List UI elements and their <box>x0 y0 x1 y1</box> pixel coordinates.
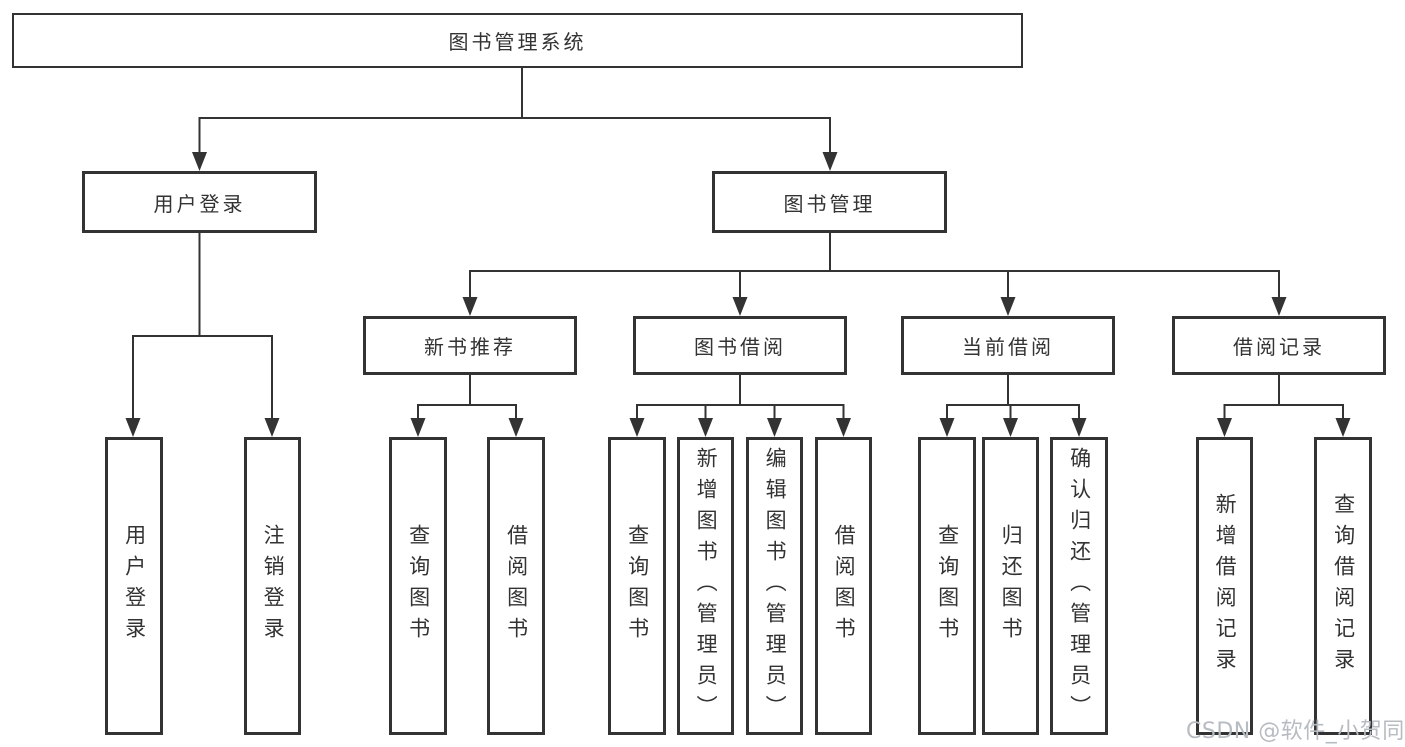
arrow-down <box>264 418 280 437</box>
arrow-down <box>1335 418 1351 437</box>
connector-root-to-level1 <box>198 67 831 154</box>
node-book-borrow: 图书借阅 <box>633 316 847 375</box>
connector-borrow-records-to-leaves <box>1223 374 1344 420</box>
leaf-query-book-1: 查询图书 <box>389 437 447 735</box>
connector-new-book-to-leaves <box>417 374 517 420</box>
leaf-borrow-book-1: 借阅图书 <box>487 437 545 735</box>
arrow-down <box>939 418 955 437</box>
node-user-login: 用户登录 <box>82 171 317 233</box>
node-new-book-label: 新书推荐 <box>424 335 516 359</box>
connector-book-manage-to-level2 <box>469 232 1280 299</box>
node-book-manage: 图书管理 <box>712 171 947 233</box>
node-borrow-records-label: 借阅记录 <box>1233 335 1325 359</box>
node-root: 图书管理系统 <box>12 13 1023 68</box>
node-book-manage-label: 图书管理 <box>783 191 876 216</box>
node-root-label: 图书管理系统 <box>448 30 587 54</box>
arrow-down <box>1000 297 1016 316</box>
arrow-down <box>836 418 851 437</box>
arrow-down <box>1217 418 1232 437</box>
arrow-down <box>508 418 524 437</box>
leaf-add-borrow-record: 新增借阅记录 <box>1196 437 1253 735</box>
arrow-down <box>767 418 782 437</box>
leaf-user-login: 用户登录 <box>105 437 163 735</box>
arrow-down <box>410 418 426 437</box>
connector-book-borrow-to-leaves <box>636 374 845 420</box>
arrow-down <box>822 152 838 171</box>
node-current-borrow-label: 当前借阅 <box>962 335 1054 359</box>
connector-user-login-to-leaves <box>132 232 273 420</box>
node-book-borrow-label: 图书借阅 <box>694 335 786 359</box>
leaf-add-book-admin: 新增图书（管理员） <box>677 437 734 735</box>
leaf-logout: 注销登录 <box>244 437 301 735</box>
leaf-edit-book-admin: 编辑图书（管理员） <box>746 437 803 735</box>
leaf-query-book-2: 查询图书 <box>608 437 666 735</box>
arrow-down <box>462 297 478 316</box>
node-user-login-label: 用户登录 <box>153 191 246 216</box>
leaf-confirm-return-admin: 确认归还（管理员） <box>1050 437 1108 735</box>
node-new-book: 新书推荐 <box>363 316 577 375</box>
arrow-down <box>1003 418 1018 437</box>
connector-current-borrow-to-leaves <box>946 374 1080 420</box>
arrow-down <box>698 418 713 437</box>
arrow-down <box>1071 418 1087 437</box>
arrow-down <box>192 152 207 171</box>
arrow-down <box>629 418 645 437</box>
leaf-query-borrow-record: 查询借阅记录 <box>1314 437 1372 735</box>
leaf-query-book-3: 查询图书 <box>918 437 976 735</box>
node-current-borrow: 当前借阅 <box>901 316 1115 375</box>
leaf-return-book: 归还图书 <box>982 437 1039 735</box>
arrow-down <box>125 418 141 437</box>
arrow-down <box>732 297 748 316</box>
node-borrow-records: 借阅记录 <box>1172 316 1386 375</box>
watermark: CSDN @软件_小贺同学 <box>1186 719 1405 744</box>
arrow-down <box>1271 297 1287 316</box>
leaf-borrow-book-2: 借阅图书 <box>815 437 872 735</box>
